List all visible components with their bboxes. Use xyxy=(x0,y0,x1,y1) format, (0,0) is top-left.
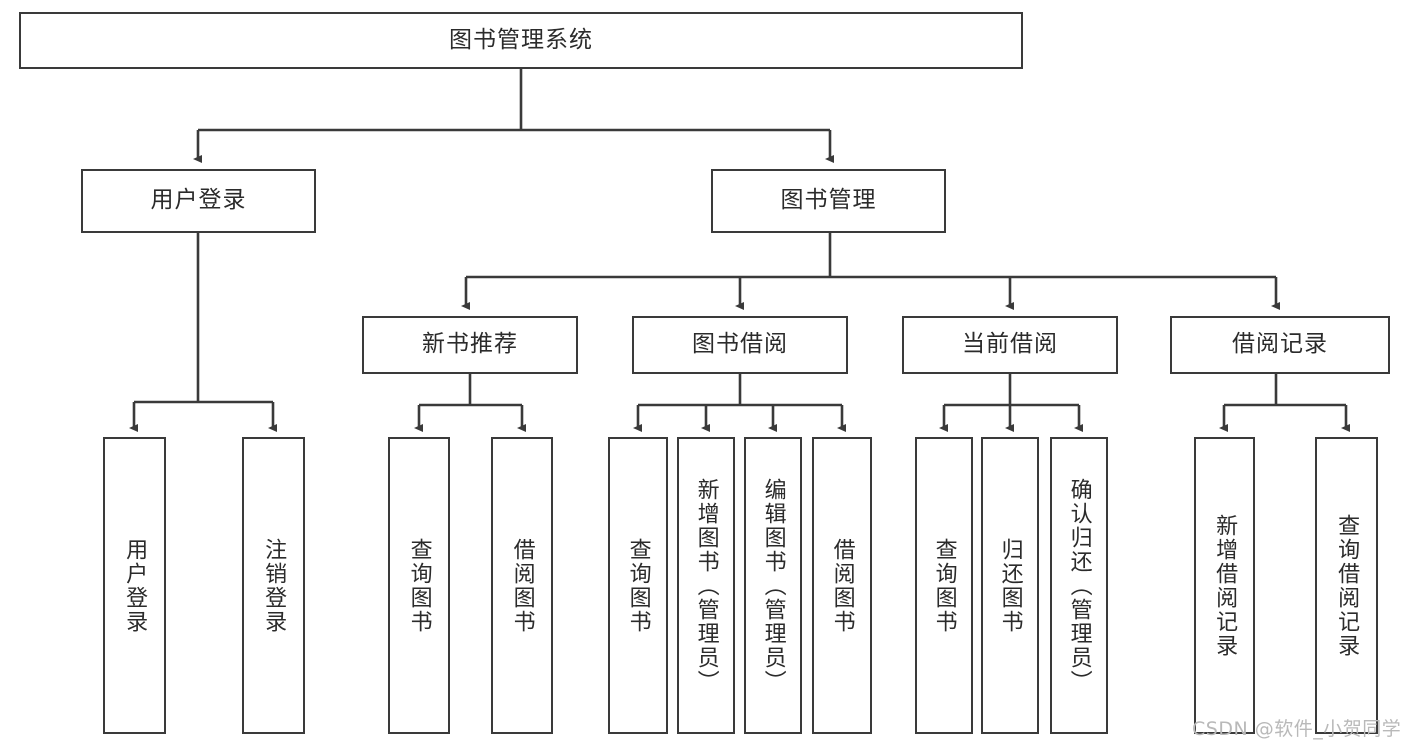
node-new-book-recommend-label: 新书推荐 xyxy=(422,331,518,358)
node-leaf-borrow-book[interactable]: 借阅图书 xyxy=(812,437,872,734)
node-leaf-query-book-current-label: 查询图书 xyxy=(931,537,957,634)
node-leaf-return-book[interactable]: 归还图书 xyxy=(981,437,1039,734)
node-leaf-add-book-admin-label: 新增图书（管理员） xyxy=(693,477,719,694)
node-borrow-record[interactable]: 借阅记录 xyxy=(1170,316,1390,374)
node-leaf-query-book-recommend[interactable]: 查询图书 xyxy=(388,437,450,734)
node-leaf-query-borrow-record[interactable]: 查询借阅记录 xyxy=(1315,437,1378,734)
node-current-borrow[interactable]: 当前借阅 xyxy=(902,316,1118,374)
node-leaf-borrow-book-recommend-label: 借阅图书 xyxy=(509,537,535,634)
node-book-borrow-label: 图书借阅 xyxy=(692,331,788,358)
node-leaf-return-book-label: 归还图书 xyxy=(997,537,1023,634)
node-leaf-query-book-borrow[interactable]: 查询图书 xyxy=(608,437,668,734)
node-leaf-confirm-return-admin[interactable]: 确认归还（管理员） xyxy=(1050,437,1108,734)
node-user-login-label: 用户登录 xyxy=(150,187,247,214)
node-leaf-user-login[interactable]: 用户登录 xyxy=(103,437,166,734)
node-leaf-borrow-book-label: 借阅图书 xyxy=(829,537,855,634)
node-borrow-record-label: 借阅记录 xyxy=(1232,331,1328,358)
node-leaf-query-borrow-record-label: 查询借阅记录 xyxy=(1334,513,1360,658)
node-root-label: 图书管理系统 xyxy=(449,26,593,53)
node-leaf-edit-book-admin-label: 编辑图书（管理员） xyxy=(760,477,786,694)
node-root[interactable]: 图书管理系统 xyxy=(19,12,1023,69)
node-leaf-add-book-admin[interactable]: 新增图书（管理员） xyxy=(677,437,735,734)
node-current-borrow-label: 当前借阅 xyxy=(962,331,1058,358)
node-leaf-logout[interactable]: 注销登录 xyxy=(242,437,305,734)
node-book-management[interactable]: 图书管理 xyxy=(711,169,946,233)
node-book-borrow[interactable]: 图书借阅 xyxy=(632,316,848,374)
node-leaf-edit-book-admin[interactable]: 编辑图书（管理员） xyxy=(744,437,802,734)
node-leaf-borrow-book-recommend[interactable]: 借阅图书 xyxy=(491,437,553,734)
node-leaf-query-book-current[interactable]: 查询图书 xyxy=(915,437,973,734)
node-leaf-logout-label: 注销登录 xyxy=(261,537,287,634)
node-book-management-label: 图书管理 xyxy=(780,187,877,214)
node-leaf-query-book-borrow-label: 查询图书 xyxy=(625,537,651,634)
node-leaf-add-borrow-record[interactable]: 新增借阅记录 xyxy=(1194,437,1255,734)
node-leaf-query-book-recommend-label: 查询图书 xyxy=(406,537,432,634)
node-new-book-recommend[interactable]: 新书推荐 xyxy=(362,316,578,374)
node-leaf-confirm-return-admin-label: 确认归还（管理员） xyxy=(1066,477,1092,694)
node-user-login[interactable]: 用户登录 xyxy=(81,169,316,233)
csdn-watermark: CSDN @软件_小贺同学 xyxy=(1192,718,1402,740)
node-leaf-add-borrow-record-label: 新增借阅记录 xyxy=(1212,513,1238,658)
node-leaf-user-login-label: 用户登录 xyxy=(122,537,148,634)
